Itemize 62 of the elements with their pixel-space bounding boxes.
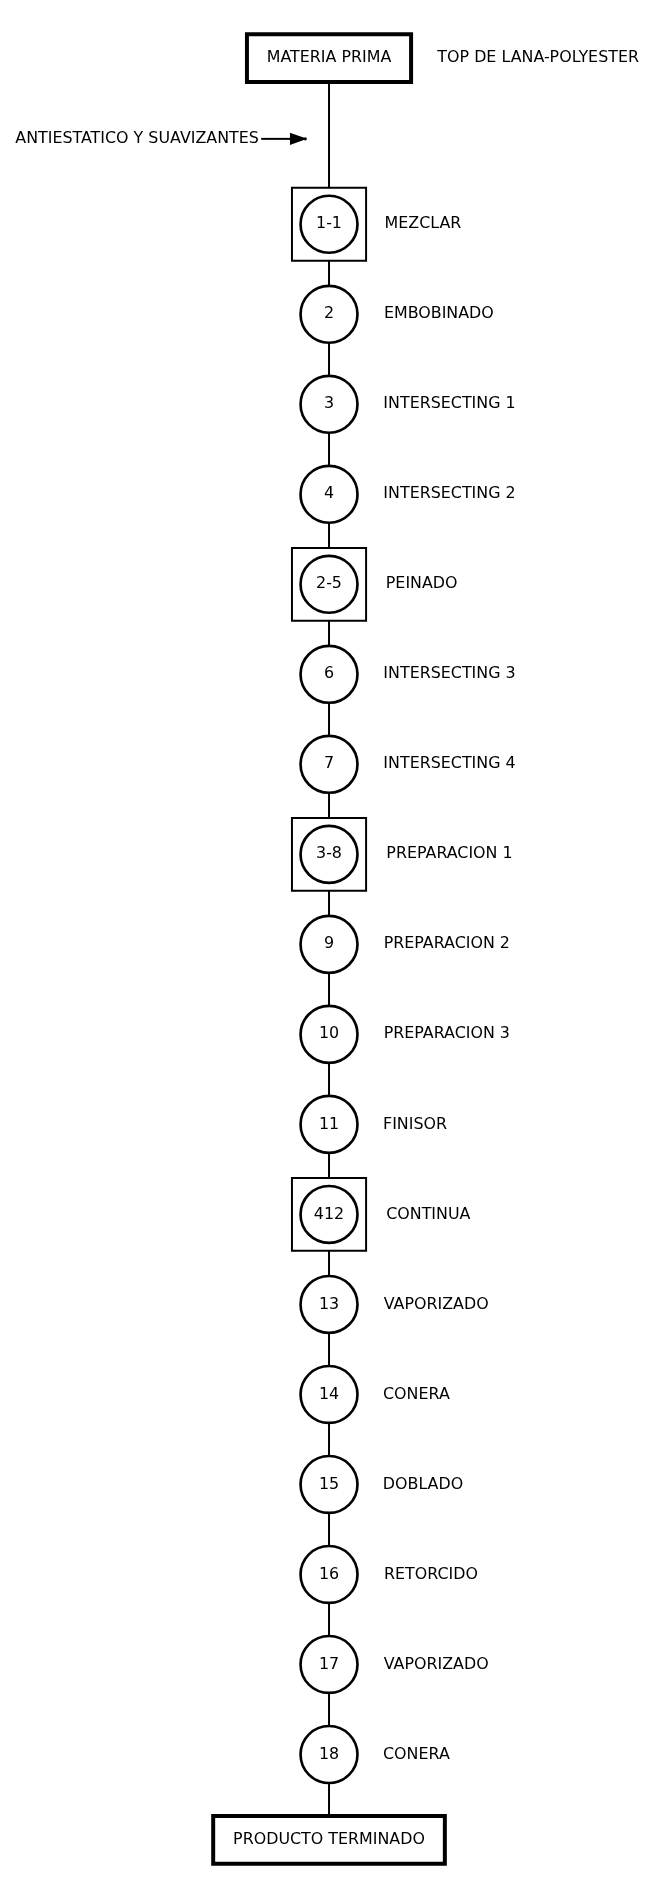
connector bbox=[328, 521, 330, 549]
node-box: MATERIA PRIMA bbox=[244, 31, 414, 84]
cluster bbox=[290, 816, 368, 892]
connector bbox=[328, 259, 330, 286]
node-label: VAPORIZADO bbox=[383, 1653, 489, 1673]
node-label: DOBLADO bbox=[382, 1473, 464, 1493]
node-circle: 3 bbox=[299, 374, 359, 434]
cluster bbox=[290, 546, 368, 622]
node-label: INTERSECTING 4 bbox=[383, 752, 516, 772]
node-circle: 4 bbox=[299, 464, 359, 524]
connector bbox=[328, 431, 330, 466]
node-circle: 11 bbox=[299, 1094, 359, 1154]
connector bbox=[328, 1511, 330, 1547]
node-label: INTERSECTING 2 bbox=[383, 482, 516, 502]
connector bbox=[328, 1151, 330, 1179]
connector bbox=[328, 889, 330, 917]
connector bbox=[328, 1249, 330, 1277]
node-label: CONTINUA bbox=[386, 1203, 471, 1223]
node-circle: 18 bbox=[299, 1724, 359, 1784]
node-box: PRODUCTO TERMINADO bbox=[211, 1813, 447, 1866]
connector bbox=[328, 1691, 330, 1727]
connector bbox=[328, 791, 330, 819]
node-label: CONERA bbox=[383, 1383, 450, 1403]
connector bbox=[328, 619, 330, 647]
node-circle: 9 bbox=[299, 914, 359, 974]
node-label: EMBOBINADO bbox=[383, 302, 494, 322]
node-label: PREPARACION 2 bbox=[383, 932, 510, 952]
connector bbox=[328, 1421, 330, 1457]
node-circle: 412 bbox=[299, 1184, 359, 1244]
node-label: MEZCLAR bbox=[384, 212, 462, 232]
node-circle: 17 bbox=[299, 1634, 359, 1694]
cluster bbox=[290, 1176, 368, 1252]
connector bbox=[328, 1061, 330, 1097]
connector bbox=[328, 971, 330, 1007]
node-circle: 2 bbox=[299, 284, 359, 344]
node-label: RETORCIDO bbox=[383, 1563, 478, 1583]
node-label: FINISOR bbox=[383, 1113, 448, 1132]
connector bbox=[328, 1781, 330, 1817]
connector bbox=[328, 701, 330, 737]
node-circle: 13 bbox=[299, 1274, 359, 1334]
node-label: TOP DE LANA-POLYESTER bbox=[437, 46, 640, 66]
node-circle: 14 bbox=[299, 1364, 359, 1424]
node-label: INTERSECTING 3 bbox=[383, 662, 516, 682]
connector bbox=[328, 1601, 330, 1637]
node-label: VAPORIZADO bbox=[383, 1293, 489, 1313]
node-circle: 15 bbox=[299, 1454, 359, 1514]
node-label: CONERA bbox=[383, 1743, 450, 1763]
connector bbox=[328, 341, 330, 376]
node-circle: 16 bbox=[299, 1544, 359, 1604]
connector bbox=[328, 1331, 330, 1367]
node-circle: 7 bbox=[299, 734, 359, 794]
node-label: PEINADO bbox=[385, 572, 458, 592]
node-circle: 2-5 bbox=[299, 554, 359, 614]
node-circle: 3-8 bbox=[299, 824, 359, 884]
cluster bbox=[290, 186, 368, 262]
node-circle: 10 bbox=[299, 1004, 359, 1064]
node-circle: 1-1 bbox=[299, 193, 359, 254]
node-text: ANTIESTATICO Y SUAVIZANTES bbox=[15, 127, 259, 147]
node-label: PREPARACION 3 bbox=[383, 1022, 510, 1042]
node-label: INTERSECTING 1 bbox=[383, 392, 516, 412]
node-label: PREPARACION 1 bbox=[386, 842, 513, 862]
node-circle: 6 bbox=[299, 644, 359, 704]
